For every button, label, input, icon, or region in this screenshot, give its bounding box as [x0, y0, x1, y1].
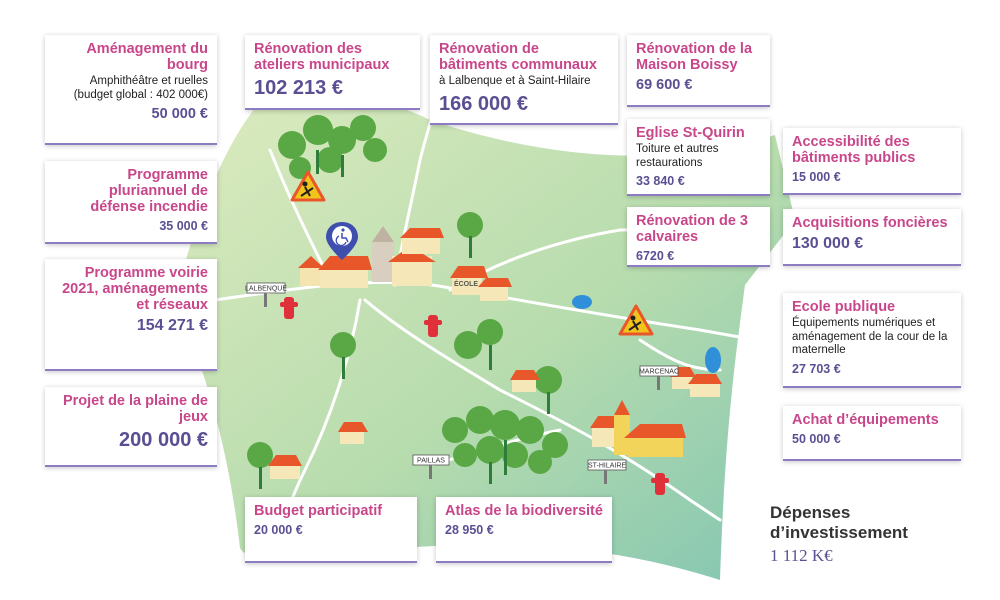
card-title: Budget participatif: [254, 503, 383, 519]
card-maison-boissy: Rénovation de la Maison Boissy 69 600 €: [627, 35, 770, 107]
card-title: Eglise St-Quirin: [636, 125, 745, 141]
card-title: Rénovation de 3 calvaires: [636, 213, 748, 245]
card-amount: 50 000 €: [151, 106, 208, 122]
sign-ecole-label: ÉCOLE: [454, 279, 478, 288]
card-amount: 50 000 €: [792, 432, 841, 446]
card-amount: 166 000 €: [439, 92, 528, 115]
fire-hydrants: [280, 297, 669, 495]
card-amount: 6720 €: [636, 249, 675, 263]
card-calvaires: Rénovation de 3 calvaires 6720 €: [627, 207, 770, 267]
sign-sthilaire: ST-HILAIRE: [587, 459, 627, 484]
roadwork-sign-icon: [618, 304, 654, 336]
card-title: Accessibilité des bâtiments publics: [792, 134, 916, 166]
card-title: Programme pluriannuel de défense incendi…: [90, 167, 208, 215]
card-accessibilite: Accessibilité des bâtiments publics 15 0…: [783, 128, 961, 195]
card-title: Acquisitions foncières: [792, 215, 948, 231]
sign-marcenac: MARCENAC: [639, 365, 679, 390]
card-title: Atlas de la biodiversité: [445, 503, 603, 519]
card-amount: 102 213 €: [254, 77, 343, 99]
total-value: 1 112 K€: [770, 546, 833, 565]
card-subtitle: Amphithéâtre et ruelles (budget global :…: [73, 75, 208, 101]
card-title: Programme voirie 2021, aménagements et r…: [62, 265, 208, 313]
card-budget-participatif: Budget participatif 20 000 €: [245, 497, 417, 563]
total-investment: Dépenses d’investissement 1 112 K€: [770, 503, 940, 566]
card-ecole-publique: Ecole publique Équipements numériques et…: [783, 293, 961, 388]
card-programme-voirie: Programme voirie 2021, aménagements et r…: [45, 259, 217, 371]
card-amount: 130 000 €: [792, 235, 864, 252]
card-title: Rénovation de la Maison Boissy: [636, 41, 753, 73]
pond: [572, 295, 592, 309]
card-amount: 33 840 €: [636, 174, 685, 188]
card-amount: 69 600 €: [636, 77, 693, 93]
accessibility-marker-icon: [326, 222, 358, 260]
sign-marcenac-label: MARCENAC: [639, 369, 679, 376]
card-subtitle: Toiture et autres restaurations: [636, 143, 719, 169]
card-achat-equipements: Achat d’équipements 50 000 €: [783, 406, 961, 461]
card-title: Rénovation de bâtiments communaux: [439, 41, 597, 73]
card-amount: 20 000 €: [254, 523, 303, 537]
card-amount: 154 271 €: [136, 317, 208, 334]
pond: [705, 347, 721, 373]
card-title: Projet de la plaine de jeux: [62, 393, 208, 425]
card-amount: 27 703 €: [792, 361, 841, 376]
card-title: Ecole publique: [792, 299, 896, 315]
card-atlas-biodiversite: Atlas de la biodiversité 28 950 €: [436, 497, 612, 563]
card-ateliers-municipaux: Rénovation des ateliers municipaux 102 2…: [245, 35, 420, 110]
sign-sthilaire-label: ST-HILAIRE: [588, 463, 626, 470]
card-title: Rénovation des ateliers municipaux: [254, 41, 390, 73]
card-eglise-st-quirin: Eglise St-Quirin Toiture et autres resta…: [627, 119, 770, 196]
sign-lalbenque: LALBENQUE: [245, 282, 287, 307]
card-amount: 15 000 €: [792, 170, 841, 184]
card-title: Aménagement du bourg: [86, 41, 208, 73]
houses: [268, 226, 722, 479]
card-amount: 28 950 €: [445, 523, 494, 537]
card-subtitle: à Lalbenque et à Saint-Hilaire: [439, 75, 591, 87]
sign-ecole: ÉCOLE: [454, 279, 478, 288]
card-amenagement-bourg: Aménagement du bourg Amphithéâtre et rue…: [45, 35, 217, 145]
roadwork-sign-icon: [290, 170, 326, 202]
sign-lalbenque-label: LALBENQUE: [245, 286, 287, 293]
card-acquisitions-foncieres: Acquisitions foncières 130 000 €: [783, 209, 961, 266]
card-amount: 200 000 €: [119, 429, 208, 451]
card-defense-incendie: Programme pluriannuel de défense incendi…: [45, 161, 217, 244]
total-title: Dépenses d’investissement: [770, 503, 908, 542]
card-subtitle: Équipements numériques et aménagement de…: [792, 317, 948, 356]
sign-paillas-label: PAILLAS: [417, 458, 445, 465]
card-amount: 35 000 €: [159, 219, 208, 233]
card-title: Achat d’équipements: [792, 412, 939, 428]
card-batiments-communaux: Rénovation de bâtiments communaux à Lalb…: [430, 35, 618, 125]
sign-paillas: PAILLAS: [412, 454, 450, 479]
card-plaine-de-jeux: Projet de la plaine de jeux 200 000 €: [45, 387, 217, 467]
